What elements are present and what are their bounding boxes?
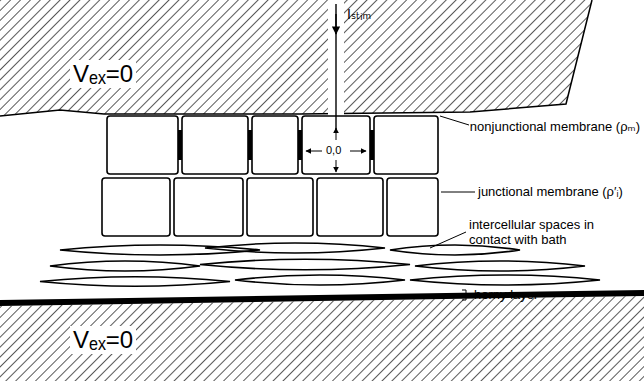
cell [387, 178, 438, 236]
region-border [0, 0, 592, 116]
cell [317, 178, 383, 236]
origin-label: 0,0 [326, 144, 341, 157]
flattened-cell [415, 261, 585, 271]
flattened-cell [235, 275, 405, 285]
leader-line [441, 192, 475, 193]
junction [298, 130, 302, 160]
potential-label: Vₑₓ=0 [70, 60, 136, 88]
cell [174, 178, 243, 236]
cell [102, 178, 170, 236]
leader-line [440, 116, 469, 125]
junction [178, 130, 182, 160]
bath-region-top [0, 0, 592, 116]
flattened-cell [410, 275, 600, 285]
layer-label: horny layer [474, 288, 538, 303]
junction [370, 130, 374, 160]
current-arrow [335, 14, 336, 34]
stimulus-label: Iₛₜᵢₘ [347, 6, 371, 22]
cell-layers [40, 116, 600, 286]
axis-arrow [336, 128, 337, 140]
axis-arrow [336, 160, 337, 172]
junction [248, 130, 252, 160]
flattened-cell [40, 277, 230, 287]
space-label: intercellular spaces in contact with bat… [469, 218, 619, 248]
membrane-label: junctional membrane (ρ′ᵢ) [478, 185, 623, 200]
flattened-cell [205, 243, 385, 253]
stimulus-wire [335, 4, 336, 132]
axis-arrow [350, 151, 366, 152]
leader-line [430, 232, 466, 248]
cell [107, 116, 178, 174]
cell [247, 178, 313, 236]
cell [182, 116, 248, 174]
axis-arrow [306, 151, 322, 152]
bath-region-bottom [0, 296, 644, 381]
flattened-cell [200, 259, 410, 270]
cell [374, 116, 438, 174]
cell [252, 116, 298, 174]
potential-label: Vₑₓ=0 [70, 326, 136, 354]
horny-layer [0, 290, 644, 306]
flattened-cell [50, 261, 200, 271]
membrane-label: nonjunctional membrane (ρₘ) [470, 120, 640, 135]
bracket [462, 290, 471, 300]
